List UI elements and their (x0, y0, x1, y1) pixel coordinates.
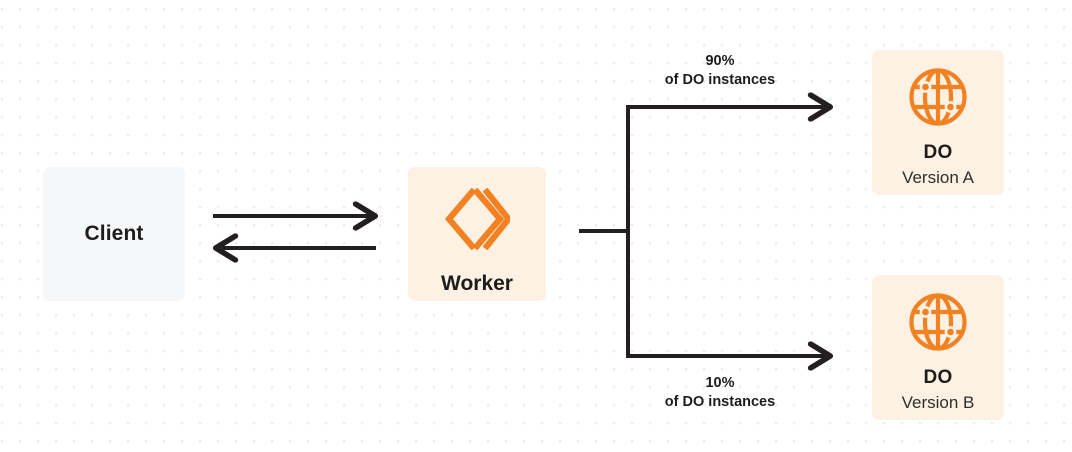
node-do-b-subtitle: Version B (901, 393, 975, 412)
globe-icon (907, 66, 969, 128)
edge-label-do-a: 90% of DO instances (620, 52, 820, 90)
globe-icon (907, 291, 969, 353)
node-worker: Worker (408, 167, 546, 301)
node-client: Client (43, 167, 185, 301)
edge-label-do-a-caption: of DO instances (664, 72, 776, 88)
edge-label-do-a-percent: 90% (705, 53, 735, 69)
node-worker-label: Worker (441, 272, 513, 295)
node-client-label: Client (84, 222, 144, 245)
edge-label-do-b: 10% of DO instances (620, 374, 820, 412)
node-do-version-b: DO Version B (872, 275, 1004, 420)
node-do-a-title: DO (923, 142, 953, 163)
node-do-version-a: DO Version A (872, 50, 1004, 195)
node-do-a-subtitle: Version A (902, 168, 974, 187)
edge-label-do-b-percent: 10% (705, 375, 735, 391)
node-do-b-title: DO (923, 367, 953, 388)
cloudflare-workers-icon (444, 188, 510, 250)
edge-label-do-b-caption: of DO instances (664, 394, 776, 410)
